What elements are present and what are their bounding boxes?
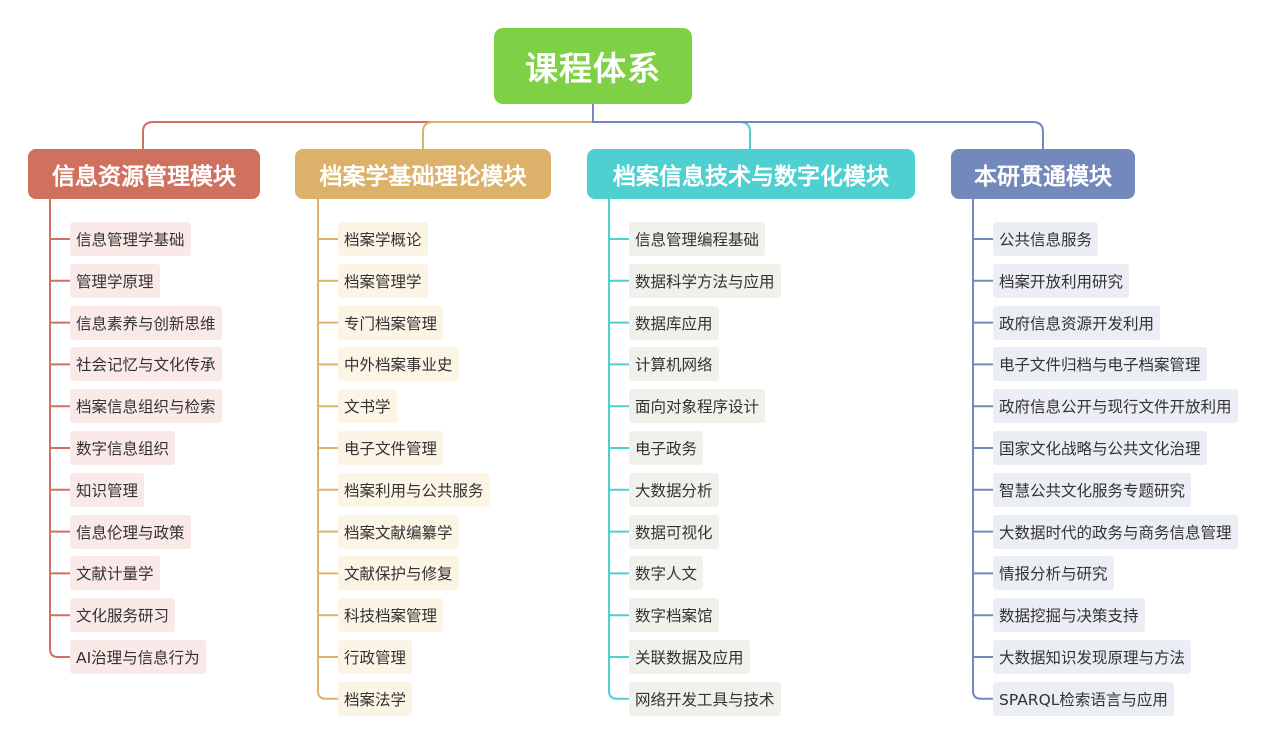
course-item: 档案管理学: [338, 263, 428, 298]
root-node: 课程体系: [494, 28, 692, 104]
connector-root-to-module-2: [592, 103, 751, 150]
course-item: 文献计量学: [70, 556, 160, 591]
course-item: 公共信息服务: [993, 222, 1099, 256]
course-item: 大数据时代的政务与商务信息管理: [993, 514, 1238, 549]
module-archival-theory: 档案学基础理论模块: [295, 149, 551, 199]
course-item: 文书学: [338, 389, 397, 424]
course-item: 数据科学方法与应用: [629, 263, 781, 298]
course-item: 数字信息组织: [70, 431, 176, 465]
course-item: AI治理与信息行为: [70, 640, 206, 674]
course-item: 电子政务: [629, 431, 704, 465]
module-archival-information-technology: 档案信息技术与数字化模块: [587, 149, 915, 199]
connector-spine-module-0: [49, 198, 71, 658]
course-item: 数据挖掘与决策支持: [993, 598, 1145, 633]
module-undergraduate-graduate-integration: 本研贯通模块: [951, 149, 1135, 199]
course-item: 文献保护与修复: [338, 556, 459, 591]
course-item: 面向对象程序设计: [629, 389, 766, 424]
connector-root-to-module-0: [142, 103, 594, 150]
connector-spine-module-3: [972, 198, 994, 700]
course-item: 中外档案事业史: [338, 347, 459, 382]
course-item: 电子文件管理: [338, 431, 444, 465]
course-item: 行政管理: [338, 640, 413, 674]
course-item: 数字档案馆: [629, 598, 719, 633]
course-item: 大数据知识发现原理与方法: [993, 640, 1192, 674]
course-item: 管理学原理: [70, 263, 160, 298]
course-item: 关联数据及应用: [629, 640, 750, 674]
connector-spine-module-1: [317, 198, 339, 700]
connector-root-to-module-3: [592, 103, 1044, 150]
course-item: 国家文化战略与公共文化治理: [993, 431, 1207, 465]
course-item: SPARQL检索语言与应用: [993, 681, 1174, 716]
course-item: 电子文件归档与电子档案管理: [993, 347, 1207, 382]
course-item: 档案利用与公共服务: [338, 472, 490, 507]
connector-root-to-module-1: [422, 103, 594, 150]
course-item: 社会记忆与文化传承: [70, 347, 222, 382]
course-item: 档案信息组织与检索: [70, 389, 222, 424]
course-item: 智慧公共文化服务专题研究: [993, 472, 1192, 507]
course-item: 信息伦理与政策: [70, 514, 191, 549]
course-item: 专门档案管理: [338, 305, 444, 340]
connector-spine-module-2: [608, 198, 630, 700]
course-item: 数字人文: [629, 556, 704, 591]
course-item: 网络开发工具与技术: [629, 681, 781, 716]
course-item: 档案学概论: [338, 222, 428, 256]
course-item: 政府信息公开与现行文件开放利用: [993, 389, 1238, 424]
course-item: 情报分析与研究: [993, 556, 1114, 591]
course-item: 计算机网络: [629, 347, 719, 382]
course-item: 档案开放利用研究: [993, 263, 1130, 298]
course-item: 档案法学: [338, 681, 413, 716]
course-item: 知识管理: [70, 472, 145, 507]
course-item: 科技档案管理: [338, 598, 444, 633]
course-item: 数据库应用: [629, 305, 719, 340]
course-item: 文化服务研习: [70, 598, 176, 633]
course-item: 档案文献编纂学: [338, 514, 459, 549]
course-item: 信息管理编程基础: [629, 222, 766, 256]
course-item: 政府信息资源开发利用: [993, 305, 1161, 340]
course-item: 大数据分析: [629, 472, 719, 507]
module-information-resource-management: 信息资源管理模块: [28, 149, 260, 199]
course-item: 信息素养与创新思维: [70, 305, 222, 340]
course-item: 信息管理学基础: [70, 222, 191, 256]
course-item: 数据可视化: [629, 514, 719, 549]
